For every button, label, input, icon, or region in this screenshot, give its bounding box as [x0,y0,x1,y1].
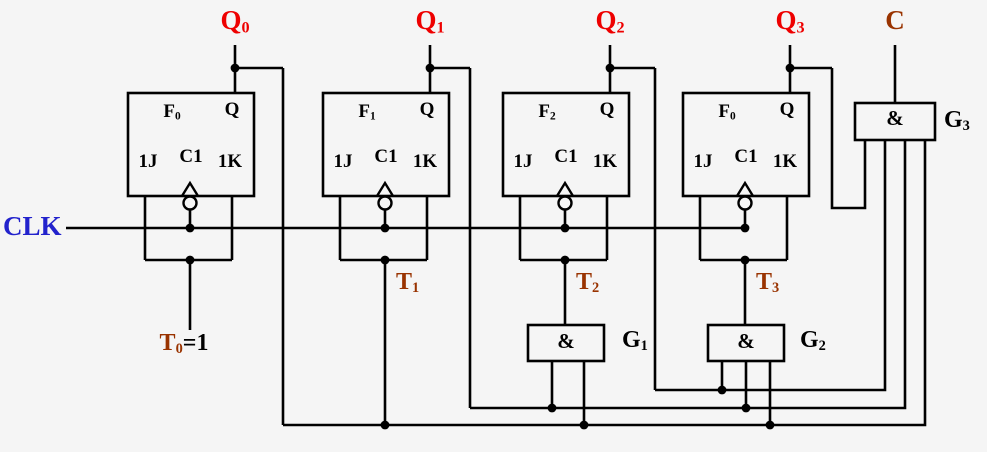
t2-input-label: T2 [576,269,600,297]
ff0-name-label: F0 [163,101,181,123]
output-label-q3: Q3 [775,5,805,37]
ff1-k-pin-label: 1K [412,151,438,172]
ff1-name-label: F1 [358,101,376,123]
ff0-j-pin-label: 1J [138,151,158,172]
ff0-k-pin-label: 1K [217,151,243,172]
clock-bubble-icon [182,195,753,211]
ff3-k-pin-label: 1K [772,151,798,172]
ff2-name-label: F2 [538,101,556,123]
clk-label: CLK [3,211,62,241]
t3-input-label: T3 [756,269,780,297]
ff1-clk-pin-label: C1 [374,146,398,167]
ff3-name-label: F0 [718,101,736,123]
ff1-j-pin-label: 1J [333,151,353,172]
ff2-j-pin-label: 1J [513,151,533,172]
gate-g2-label: G2 [800,327,826,355]
carry-label: C [885,5,905,35]
output-label-q0: Q0 [220,5,250,37]
gate-g1-and-symbol: & [557,329,575,353]
output-label-q1: Q1 [415,5,445,37]
ff3-clk-pin-label: C1 [734,146,758,167]
flipflop-boxes [126,91,811,198]
ff1-q-pin-label: Q [419,99,435,120]
junction-dots [185,63,795,430]
t0-input-label: T0=1 [159,330,209,358]
gate-g2-and-symbol: & [737,329,755,353]
t1-input-label: T1 [396,269,420,297]
ff2-clk-pin-label: C1 [554,146,578,167]
ff0-clk-pin-label: C1 [179,146,203,167]
gate-g3-and-symbol: & [886,106,904,130]
ff3-j-pin-label: 1J [693,151,713,172]
gate-g3-label: G3 [944,107,970,135]
ff3-q-pin-label: Q [779,99,795,120]
ff0-q-pin-label: Q [224,99,240,120]
ff2-q-pin-label: Q [599,99,615,120]
clock-edge-wedge-icon [180,180,755,197]
and-gate-boxes [526,101,937,363]
ff2-k-pin-label: 1K [592,151,618,172]
gate-g1-label: G1 [622,327,648,355]
output-label-q2: Q2 [595,5,625,37]
